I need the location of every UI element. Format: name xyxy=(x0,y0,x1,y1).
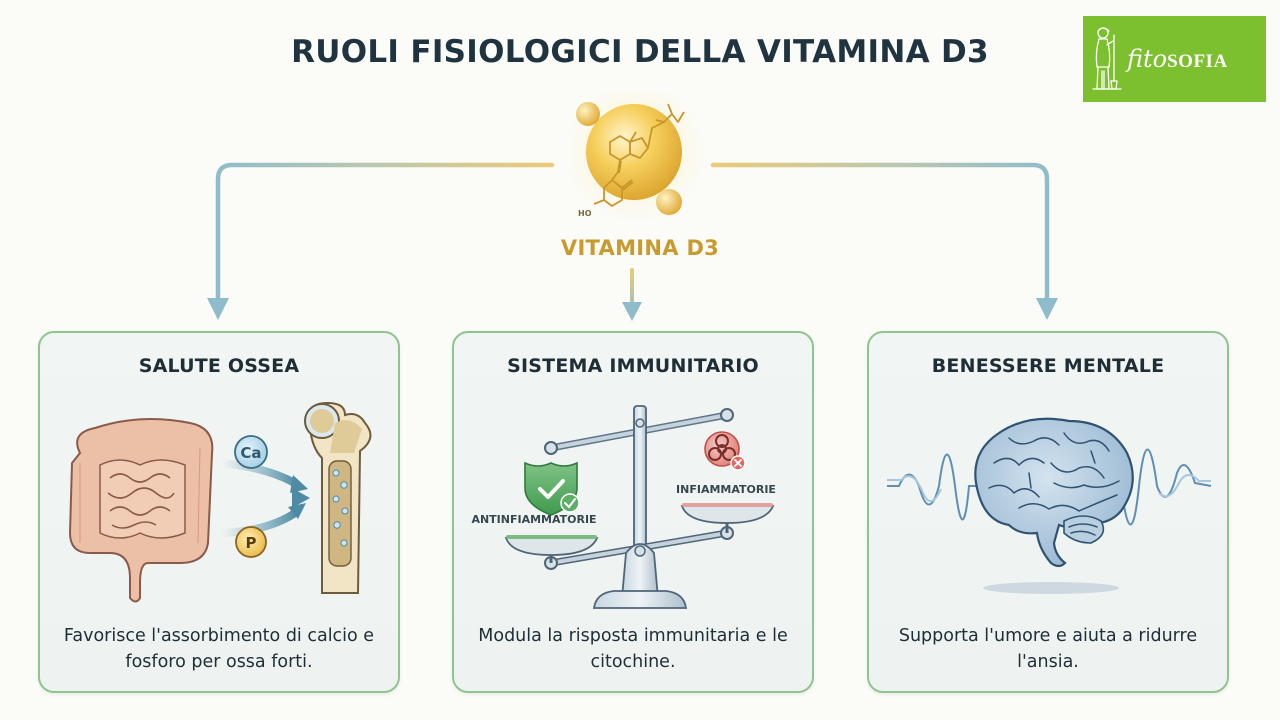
inflammatory-label: INFIAMMATORIE xyxy=(676,483,776,496)
vitamin-d3-molecule-icon: HO xyxy=(565,92,705,222)
card-salute-ossea: SALUTE OSSEA xyxy=(38,331,400,693)
mental-wellbeing-illustration xyxy=(887,417,1212,594)
shield-check-icon xyxy=(524,461,580,516)
logo-text-fito: fito xyxy=(1127,45,1168,73)
logo-text-sofia: SOFIA xyxy=(1167,51,1228,72)
logo-wordmark: fito SOFIA xyxy=(1127,45,1228,73)
svg-text:Ca: Ca xyxy=(240,444,261,462)
page-title: RUOLI FISIOLOGICI DELLA VITAMINA D3 xyxy=(291,34,989,70)
left-connector-arrow xyxy=(207,162,555,320)
card-description: Favorisce l'assorbimento di calcio e fos… xyxy=(63,626,375,672)
card-sistema-immunitario: SISTEMA IMMUNITARIO xyxy=(452,331,814,693)
gardener-figure-icon xyxy=(1092,27,1122,90)
right-connector-arrow xyxy=(710,162,1058,320)
card-description: Supporta l'umore e aiuta a ridurre l'ans… xyxy=(898,626,1198,672)
immune-balance-illustration: ANTINFIAMMATORIE INFIAMMATORIE xyxy=(471,405,776,609)
intestine-icon xyxy=(68,418,214,603)
card-title: BENESSERE MENTALE xyxy=(931,355,1165,377)
calcium-icon: Ca xyxy=(234,435,268,469)
card-description: Modula la risposta immunitaria e le cito… xyxy=(478,626,788,672)
card-benessere-mentale: BENESSERE MENTALE xyxy=(867,331,1229,693)
card-title: SISTEMA IMMUNITARIO xyxy=(507,355,759,377)
phosphorus-icon: P xyxy=(235,526,267,558)
bone-icon xyxy=(304,401,372,594)
hub-label: VITAMINA D3 xyxy=(560,236,720,260)
center-connector-arrow xyxy=(622,268,642,321)
balance-scale-icon xyxy=(504,405,775,609)
bone-health-illustration: Ca P xyxy=(68,401,372,603)
brain-icon xyxy=(974,417,1134,594)
brainwave-icon xyxy=(887,448,1212,526)
card-title: SALUTE OSSEA xyxy=(138,355,300,377)
fitosofia-logo[interactable]: fito SOFIA xyxy=(1083,16,1266,102)
anti-inflammatory-label: ANTINFIAMMATORIE xyxy=(471,513,596,526)
svg-text:HO: HO xyxy=(578,209,592,218)
svg-text:P: P xyxy=(246,534,257,552)
biohazard-icon xyxy=(704,431,746,471)
